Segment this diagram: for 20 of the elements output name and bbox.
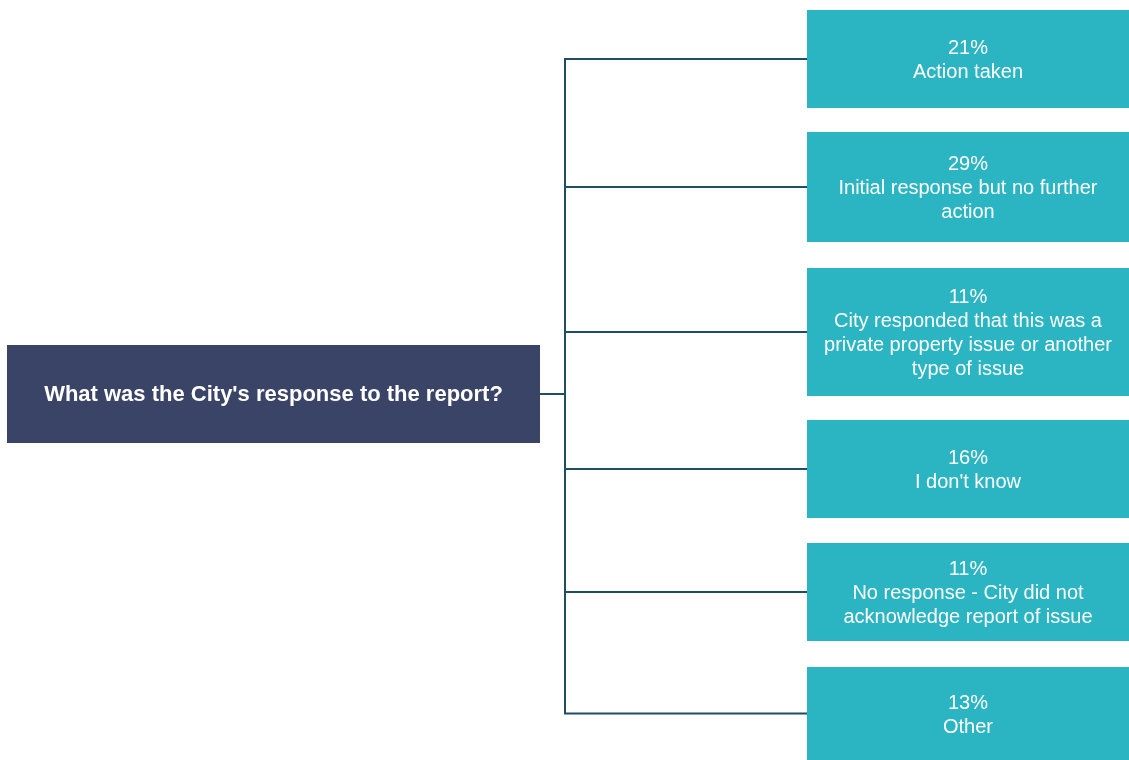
percentage-text: 21% (948, 35, 988, 59)
answer-box (807, 420, 1129, 518)
answer-box (807, 543, 1129, 641)
answer-box (807, 132, 1129, 242)
answer-label: Action taken (912, 59, 1024, 83)
percentage-text: 11% (948, 556, 988, 580)
question-text: What was the City's response to the report? (44, 380, 503, 408)
answer-label: I don't know (914, 469, 1022, 493)
percentage-text: 11% (948, 284, 988, 308)
question-box (7, 345, 540, 443)
answer-label: Initial response but no further action (837, 175, 1099, 223)
answer-label: Other (943, 713, 993, 738)
percentage-text: 13% (948, 689, 988, 714)
answer-label: No response - City did not acknowledge report of issue (842, 580, 1094, 628)
answer-box (807, 268, 1129, 396)
answer-box (807, 10, 1129, 108)
percentage-text: 16% (948, 445, 988, 469)
percentage-text: 29% (948, 151, 988, 175)
answer-label: City responded that this was a private property issue or another type of issue (823, 308, 1113, 380)
answer-box (807, 667, 1129, 760)
